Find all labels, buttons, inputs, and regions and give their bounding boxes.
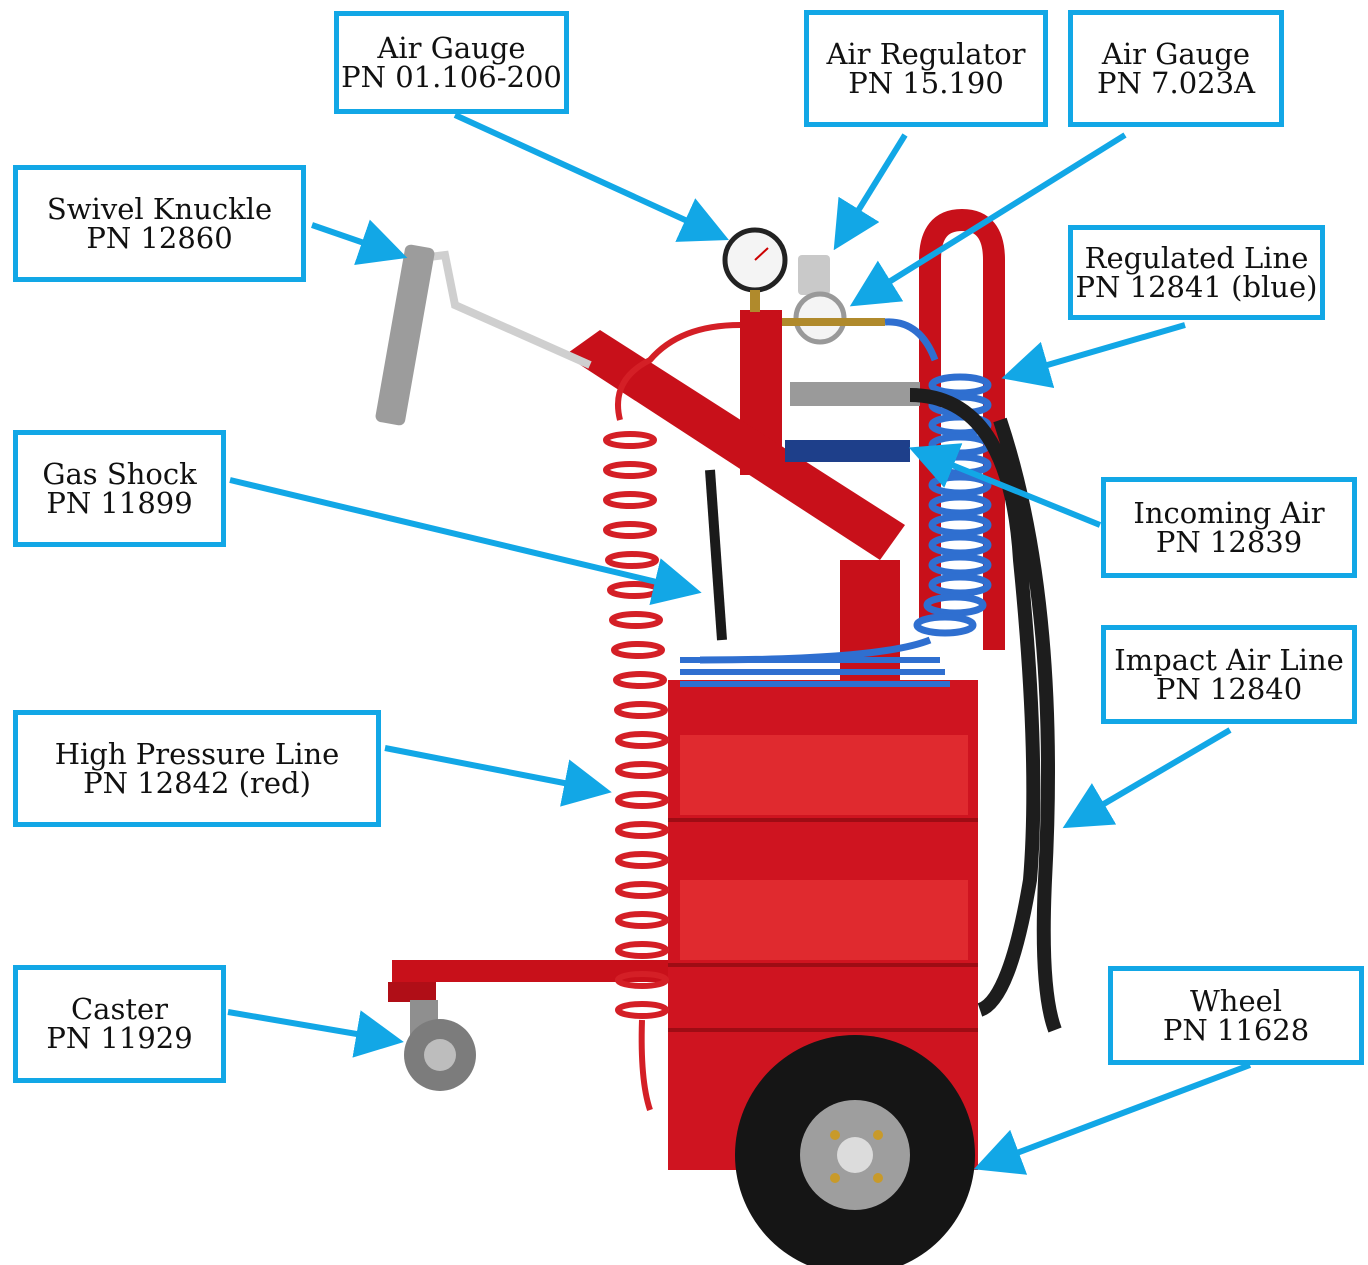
arrow-air-regulator	[840, 135, 905, 240]
callout-air-regulator: Air Regulator PN 15.190	[804, 10, 1048, 127]
callout-part-number: PN 11628	[1163, 1016, 1309, 1045]
callout-name: Swivel Knuckle	[47, 195, 272, 224]
callout-part-number: PN 11929	[46, 1024, 192, 1053]
callout-air-gauge-2: Air Gauge PN 7.023A	[1068, 10, 1284, 127]
caster-arm	[392, 960, 677, 982]
incoming-air-valve	[785, 440, 910, 462]
caster-mount	[388, 982, 436, 1002]
air-gauge-dial-2	[782, 294, 885, 342]
callout-part-number: PN 01.106-200	[341, 63, 562, 92]
callout-regulated-line: Regulated Line PN 12841 (blue)	[1068, 225, 1325, 320]
arrow-air-gauge-1	[455, 115, 718, 235]
air-regulator-body	[798, 255, 830, 295]
arrow-regulated-line	[1013, 325, 1185, 375]
callout-name: Wheel	[1190, 987, 1282, 1016]
callout-gas-shock: Gas Shock PN 11899	[13, 430, 226, 547]
callout-part-number: PN 15.190	[848, 69, 1004, 98]
arrow-caster	[228, 1012, 392, 1040]
callout-wheel: Wheel PN 11628	[1108, 966, 1364, 1065]
callout-name: Incoming Air	[1133, 499, 1324, 528]
callout-part-number: PN 12840	[1156, 675, 1302, 704]
callout-part-number: PN 12841 (blue)	[1076, 273, 1318, 302]
callout-impact-air-line: Impact Air Line PN 12840	[1101, 625, 1357, 724]
arrow-wheel	[985, 1065, 1250, 1165]
main-wheel	[735, 1035, 975, 1265]
arrow-impact-air-line	[1073, 730, 1230, 822]
callout-name: Air Regulator	[826, 40, 1025, 69]
arrow-swivel-knuckle	[312, 225, 396, 254]
callout-part-number: PN 12839	[1156, 528, 1302, 557]
callout-part-number: PN 12842 (red)	[83, 769, 311, 798]
arrow-high-pressure-line	[385, 748, 600, 790]
gas-shock-rod	[710, 470, 722, 640]
callout-name: Air Gauge	[1102, 40, 1250, 69]
callout-part-number: PN 11899	[46, 489, 192, 518]
callout-air-gauge-1: Air Gauge PN 01.106-200	[334, 11, 569, 114]
callout-name: Air Gauge	[377, 34, 525, 63]
callout-part-number: PN 12860	[86, 224, 232, 253]
callout-name: High Pressure Line	[55, 740, 340, 769]
callout-name: Regulated Line	[1085, 244, 1309, 273]
air-gauge-dial-1	[725, 230, 785, 312]
callout-name: Caster	[71, 995, 168, 1024]
swivel-knuckle-part	[375, 244, 590, 426]
callout-caster: Caster PN 11929	[13, 965, 226, 1083]
callout-part-number: PN 7.023A	[1097, 69, 1255, 98]
callout-high-pressure-line: High Pressure Line PN 12842 (red)	[13, 710, 381, 827]
callout-name: Impact Air Line	[1114, 646, 1344, 675]
caster-wheel	[404, 1000, 476, 1091]
callout-incoming-air: Incoming Air PN 12839	[1101, 477, 1357, 578]
callout-name: Gas Shock	[42, 460, 196, 489]
callout-swivel-knuckle: Swivel Knuckle PN 12860	[13, 165, 306, 282]
